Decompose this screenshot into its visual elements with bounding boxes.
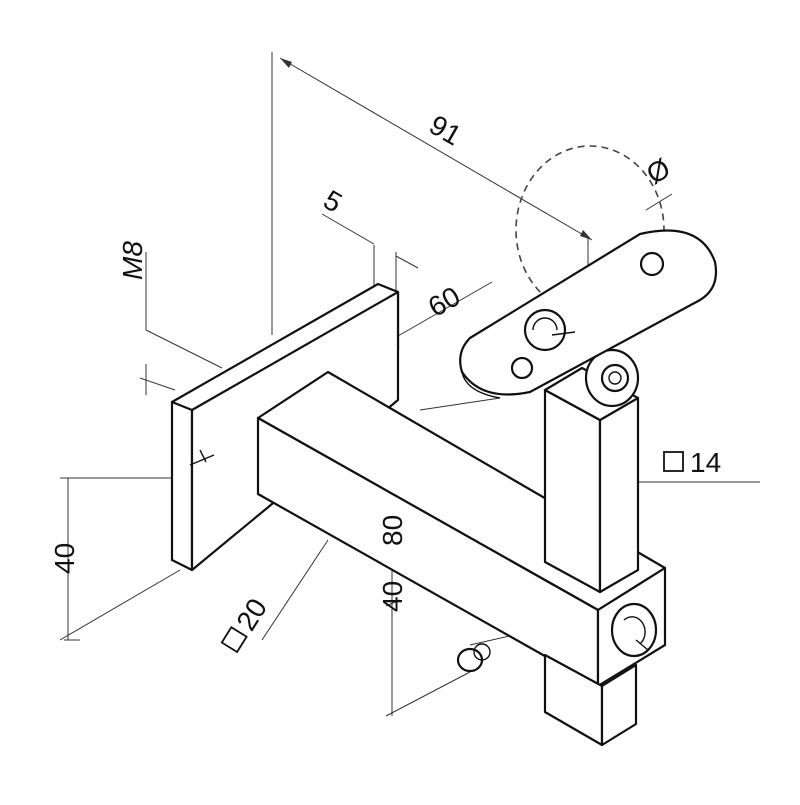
dim-post-section-value: 14: [690, 447, 721, 478]
square-section-icon: [220, 625, 248, 654]
dim-arm-section: 20: [220, 593, 273, 654]
dim-post-section: 14: [663, 447, 721, 478]
saddle-plate: [459, 229, 718, 399]
dim-arm-offset: 60: [423, 280, 465, 322]
square-section-icon: [663, 451, 684, 472]
lower-post: [543, 653, 638, 747]
dim-diameter: Ø: [641, 152, 675, 190]
saddle-screw-hole: [510, 356, 534, 380]
vertical-post: [543, 366, 640, 594]
dim-plate-thickness: 5: [318, 184, 347, 219]
dim-thread: M8: [117, 241, 148, 280]
dim-overall-length: 91: [424, 109, 466, 151]
dim-height-upper: 80: [377, 515, 408, 546]
dim-arm-section-value: 20: [230, 593, 273, 636]
arm-end-bolt: [610, 602, 658, 658]
saddle-screw-hole: [639, 251, 665, 277]
pivot-knuckle: [584, 348, 640, 408]
set-screw: [456, 643, 491, 673]
dim-plate-height: 40: [49, 543, 80, 574]
saddle-center-bolt: [523, 308, 567, 352]
dim-height-lower: 40: [377, 581, 408, 612]
